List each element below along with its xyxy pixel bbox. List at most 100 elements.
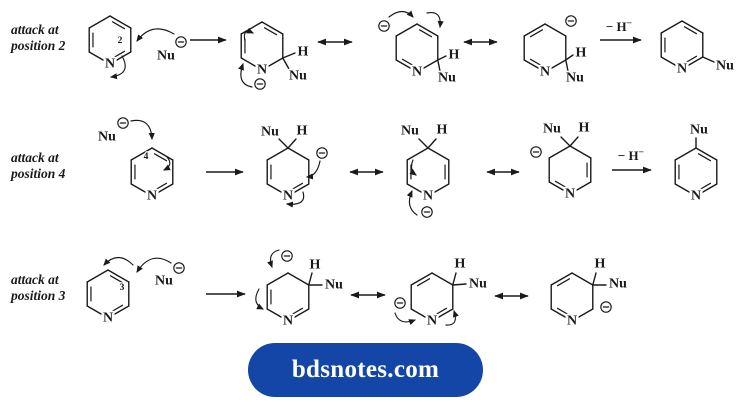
ring-bond — [576, 181, 592, 191]
hydrogen-label: H — [437, 123, 448, 138]
double-bond — [418, 29, 433, 38]
substituent-bond — [565, 54, 574, 61]
ring-bond — [578, 308, 594, 318]
ring-bond — [287, 272, 310, 286]
double-bond — [111, 304, 124, 312]
ring-bond — [294, 183, 310, 193]
hydrogen-label: H — [576, 46, 587, 61]
substituent-bond — [437, 55, 447, 61]
pyridine-ring: N2 — [88, 15, 132, 73]
electron-push-arrow — [286, 191, 305, 208]
electron-push-arrow — [103, 256, 134, 266]
ring-bond — [695, 147, 718, 161]
double-bond — [263, 27, 278, 36]
hydrogen-label: H — [297, 124, 308, 139]
ring-bond — [86, 305, 102, 315]
ring-bond — [423, 59, 439, 69]
electron-push-arrow — [255, 288, 264, 310]
ring-bond — [548, 145, 571, 159]
ring-bond — [548, 181, 564, 191]
ring-bond — [395, 59, 411, 69]
ring-bond — [702, 183, 718, 193]
substituent-bond — [565, 59, 569, 72]
position-number: 4 — [144, 152, 149, 162]
ring-bond — [523, 23, 546, 37]
minus-h-superscript: − — [639, 148, 644, 158]
double-bond — [153, 153, 168, 162]
hydrogen-label: H — [579, 121, 590, 136]
negative-charge-icon — [378, 20, 390, 32]
negative-charge-icon — [173, 262, 185, 274]
ring-bond — [427, 147, 450, 161]
substituent-bond — [569, 136, 579, 147]
negative-charge-icon — [316, 147, 328, 159]
ring-bond — [158, 183, 174, 193]
negative-charge-icon — [254, 78, 266, 90]
nitrogen-label: N — [103, 311, 113, 326]
hydrogen-label: H — [449, 48, 460, 63]
ring-bond — [674, 183, 690, 193]
nitrogen-label: N — [567, 314, 577, 329]
site-badge[interactable]: bdsnotes.com — [248, 343, 483, 397]
nitrogen-label: N — [565, 187, 575, 202]
position-number: 3 — [120, 283, 125, 293]
double-bond — [401, 58, 414, 66]
nucleophile-label: Nu — [401, 124, 419, 139]
ring-bond — [660, 56, 676, 66]
nitrogen-label: N — [283, 189, 293, 204]
ring-bond — [550, 272, 573, 286]
pyridine-ring: N3 — [86, 269, 130, 327]
double-bond — [685, 55, 698, 63]
substituent-bond — [427, 138, 437, 149]
nucleophile-label: Nu — [325, 278, 343, 293]
nitrogen-label: N — [427, 314, 437, 329]
negative-charge-icon — [565, 15, 577, 27]
electron-push-arrow — [306, 160, 321, 180]
double-bond — [155, 182, 168, 190]
negative-charge-icon — [117, 117, 129, 129]
row-label: position 4 — [10, 166, 66, 181]
site-badge-label: bdsnotes.com — [291, 356, 440, 383]
double-bond — [435, 307, 448, 315]
nucleophile-label: Nu — [690, 123, 708, 138]
electron-push-arrow — [406, 190, 418, 216]
hydrogen-label: H — [298, 45, 309, 60]
ring-bond — [434, 183, 450, 193]
ring-bond — [266, 272, 289, 286]
ring-bond — [410, 272, 433, 286]
minus-h-superscript: − — [627, 19, 632, 29]
electron-push-arrow — [243, 27, 254, 42]
negative-charge-icon — [421, 206, 433, 218]
nucleophile-label: Nu — [155, 274, 173, 289]
position-number: 2 — [118, 36, 123, 46]
nucleophile-label: Nu — [609, 277, 627, 292]
electron-push-arrow — [163, 156, 171, 171]
substituent-bond — [308, 272, 313, 286]
ring-bond — [550, 308, 566, 318]
ring-bond — [114, 305, 130, 315]
double-bond — [529, 58, 542, 66]
double-bond — [113, 50, 126, 58]
double-bond — [529, 29, 544, 38]
ring-bond — [240, 57, 256, 67]
electron-push-arrow — [110, 55, 126, 80]
electron-push-arrow — [130, 119, 155, 140]
ring-bond — [294, 308, 310, 318]
double-bond — [109, 275, 124, 284]
nitrogen-label: N — [105, 57, 115, 72]
substituent-bond — [282, 57, 290, 70]
ring-bond — [674, 147, 697, 161]
electron-push-arrow — [238, 63, 253, 88]
ring-bond — [266, 308, 282, 318]
substituent-bond — [418, 138, 429, 149]
ring-bond — [130, 183, 146, 193]
substituent-bond — [452, 283, 467, 286]
minus-h-label: − H− — [606, 19, 632, 34]
